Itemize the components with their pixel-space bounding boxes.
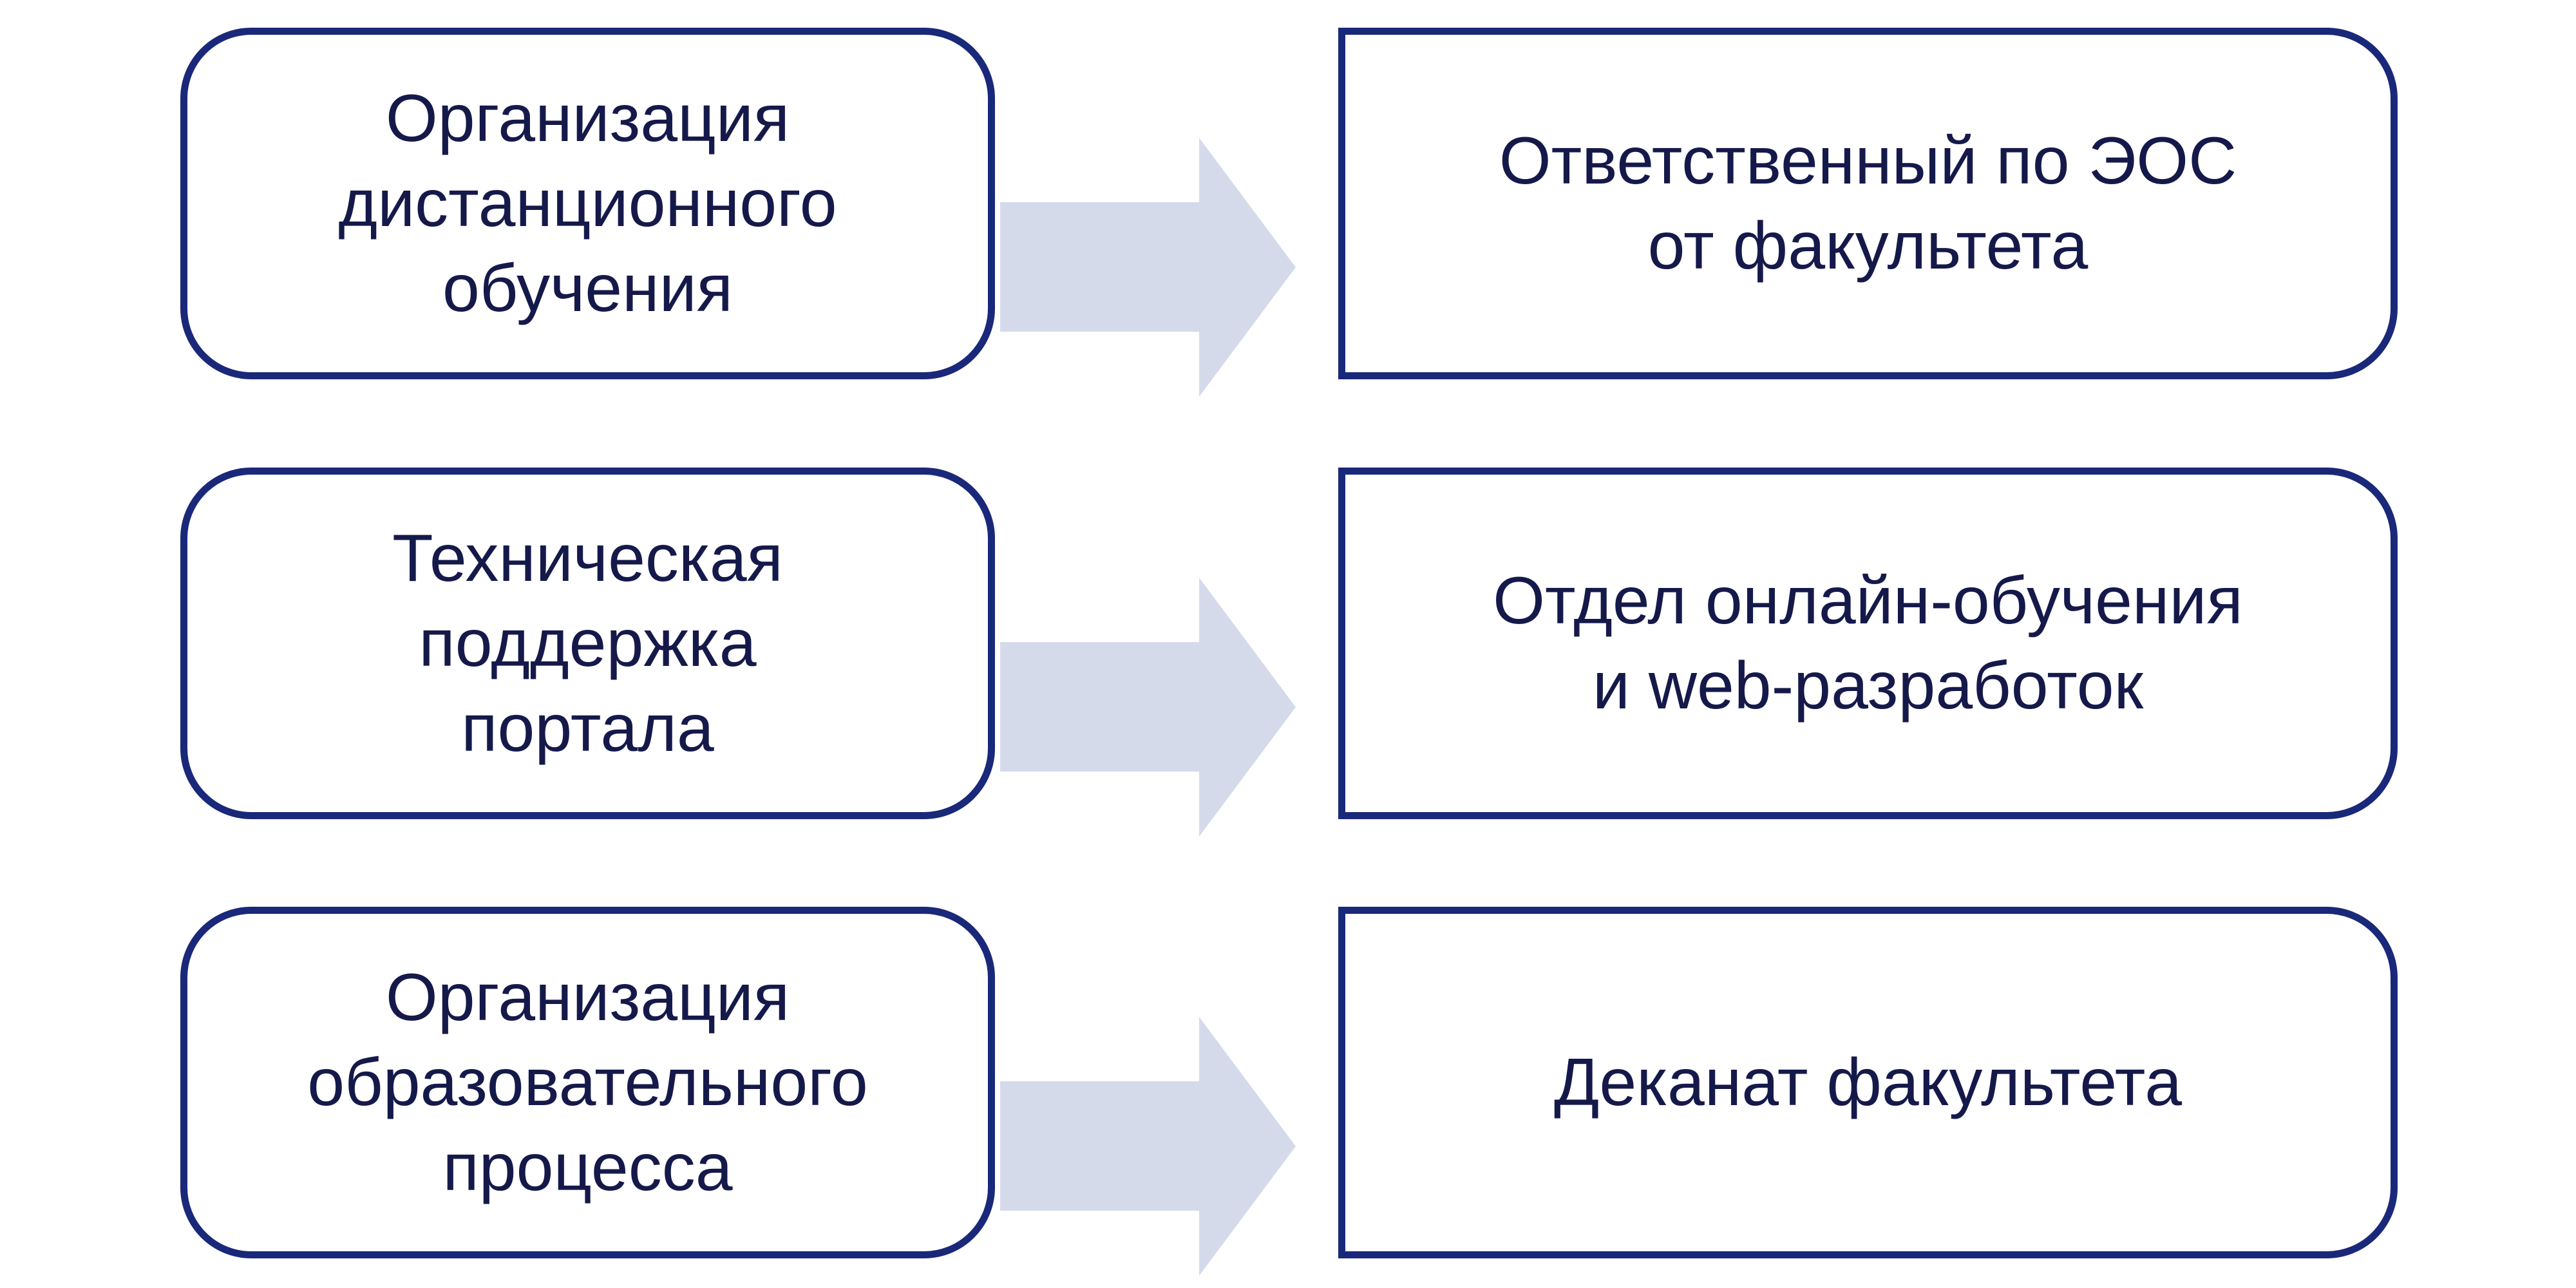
target-label: Отдел онлайн-обучения и web-разработок	[1493, 564, 2243, 723]
target-box: Отдел онлайн-обучения и web-разработок	[1338, 468, 2398, 819]
target-label: Ответственный по ЭОС от факультета	[1499, 124, 2237, 283]
source-box: Организация дистанционного обучения	[180, 28, 995, 379]
source-label: Организация дистанционного обучения	[338, 81, 837, 326]
target-box: Деканат факультета	[1338, 907, 2398, 1258]
source-label: Организация образовательного процесса	[307, 960, 868, 1205]
arrow-right-icon	[1000, 1017, 1296, 1276]
source-label: Техническая поддержка портала	[392, 521, 783, 766]
target-box: Ответственный по ЭОС от факультета	[1338, 28, 2398, 379]
target-label: Деканат факультета	[1553, 1045, 2183, 1120]
source-box: Техническая поддержка портала	[180, 468, 995, 819]
arrow-right-icon	[1000, 578, 1296, 837]
source-box: Организация образовательного процесса	[180, 907, 995, 1258]
arrow-right-icon	[1000, 138, 1296, 397]
